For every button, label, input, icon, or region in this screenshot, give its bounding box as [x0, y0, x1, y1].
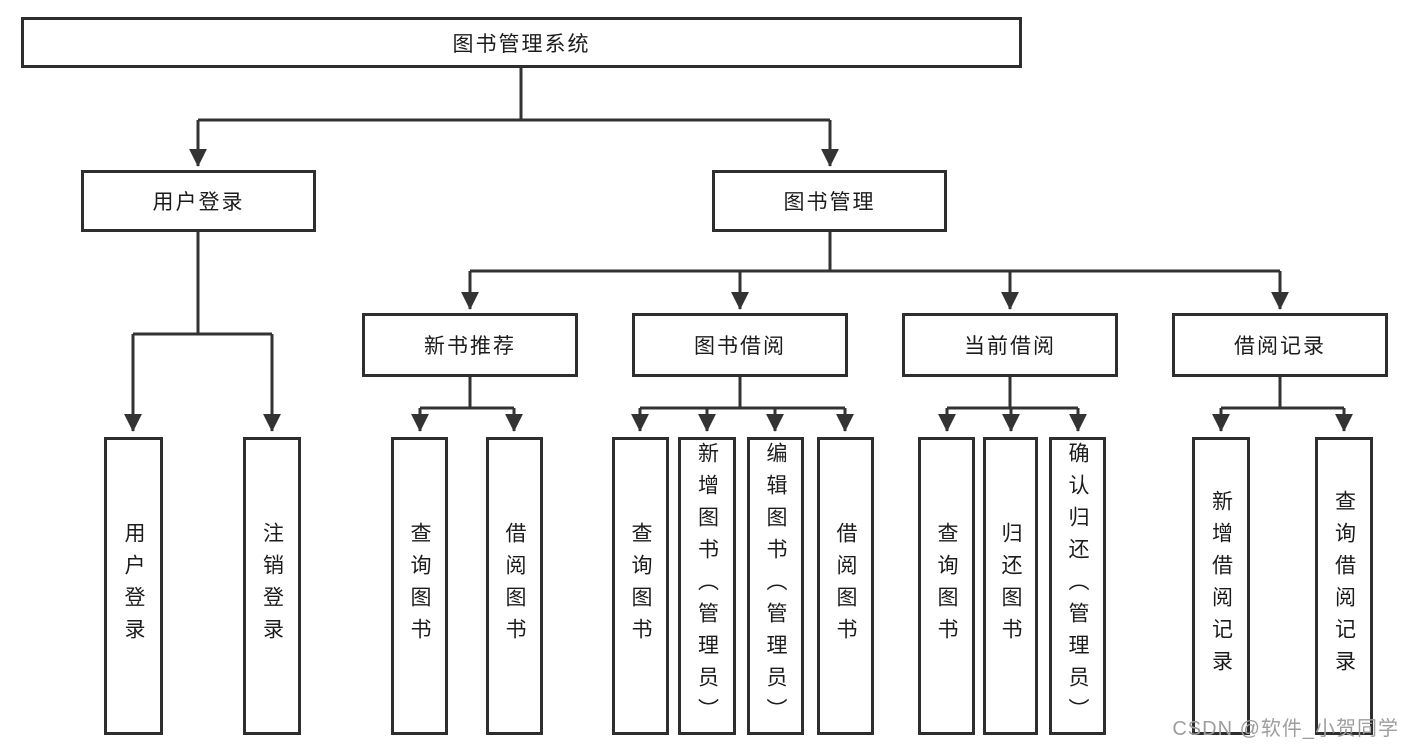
- node-root-library-system: 图书管理系统: [21, 17, 1022, 68]
- node-label: 图书管理: [783, 191, 876, 214]
- connector-current-borrowing-bar: [947, 377, 1078, 410]
- node-label: 借阅图书: [834, 522, 857, 650]
- node-label: 当前借阅: [964, 335, 1056, 358]
- leaf-user-login: 用户登录: [104, 437, 163, 735]
- node-label: 新增借阅记录: [1209, 490, 1233, 682]
- node-label: 确认归还（管理员）: [1066, 442, 1089, 730]
- leaf-logout: 注销登录: [243, 437, 301, 735]
- connector-book-management-bar: [470, 232, 1280, 273]
- connector-new-book-bar: [420, 377, 514, 410]
- node-new-book-recommend: 新书推荐: [362, 313, 578, 377]
- connector-user-login-bar: [133, 232, 272, 336]
- leaf-return-books: 归还图书: [983, 437, 1038, 735]
- node-book-management: 图书管理: [712, 170, 947, 232]
- connector-root-bar: [198, 68, 830, 122]
- leaf-query-books-borrowing: 查询图书: [612, 437, 669, 735]
- node-label: 查询图书: [408, 522, 431, 650]
- node-label: 归还图书: [999, 522, 1022, 650]
- node-label: 查询图书: [629, 522, 652, 650]
- node-label: 编辑图书（管理员）: [764, 442, 787, 730]
- leaf-borrow-books: 借阅图书: [817, 437, 874, 735]
- leaf-add-borrow-record: 新增借阅记录: [1192, 437, 1250, 735]
- node-label: 图书借阅: [694, 335, 786, 358]
- leaf-edit-books-admin: 编辑图书（管理员）: [747, 437, 804, 735]
- node-label: 用户登录: [152, 191, 245, 214]
- leaf-query-borrow-record: 查询借阅记录: [1315, 437, 1373, 735]
- node-label: 新增图书（管理员）: [695, 442, 719, 730]
- node-current-borrowing: 当前借阅: [902, 313, 1118, 377]
- node-label: 注销登录: [260, 522, 284, 650]
- node-label: 新书推荐: [424, 335, 516, 358]
- node-label: 查询借阅记录: [1332, 490, 1356, 682]
- leaf-add-books-admin: 新增图书（管理员）: [678, 437, 736, 735]
- node-book-borrowing: 图书借阅: [632, 313, 848, 377]
- connector-borrowing-records-bar: [1221, 377, 1344, 410]
- node-label: 借阅记录: [1234, 335, 1326, 358]
- node-label: 图书管理系统: [452, 32, 591, 56]
- leaf-confirm-return-admin: 确认归还（管理员）: [1049, 437, 1106, 735]
- leaf-query-books-recommend: 查询图书: [391, 437, 448, 735]
- node-user-login: 用户登录: [81, 170, 316, 232]
- connector-book-borrowing-bar: [640, 377, 845, 410]
- node-label: 借阅图书: [503, 522, 526, 650]
- node-label: 查询图书: [935, 522, 958, 650]
- leaf-query-books-current: 查询图书: [918, 437, 975, 735]
- csdn-watermark: CSDN @软件_小贺同学: [1172, 718, 1399, 740]
- node-label: 用户登录: [122, 522, 145, 650]
- node-borrowing-records: 借阅记录: [1172, 313, 1388, 377]
- leaf-borrow-books-recommend: 借阅图书: [486, 437, 543, 735]
